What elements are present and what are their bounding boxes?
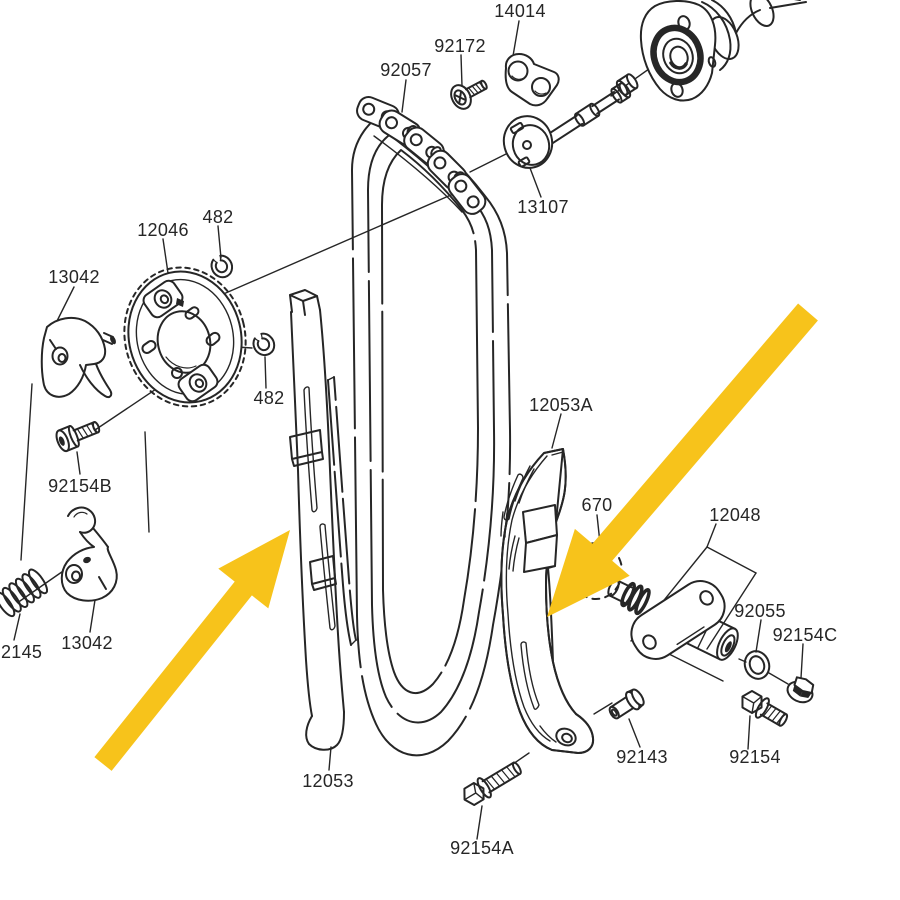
part-spring <box>0 568 49 618</box>
part-92055-oring <box>743 650 771 680</box>
part-92154A-bolt <box>463 761 522 806</box>
label-482-lower: 482 <box>254 388 285 408</box>
label-92055: 92055 <box>734 601 786 621</box>
label-12053: 12053 <box>302 771 354 791</box>
part-92154C-bolt <box>786 676 815 704</box>
label-92143: 92143 <box>616 747 668 767</box>
part-13107-plate <box>502 115 554 169</box>
part-482-clip-upper <box>210 254 234 279</box>
label-12046: 12046 <box>137 220 189 240</box>
highlight-arrow-lower-left <box>94 530 291 771</box>
part-14014-plate <box>504 53 560 107</box>
part-12053A-guide <box>500 448 595 754</box>
label-14014: 14014 <box>494 1 546 21</box>
part-camshaft <box>615 0 807 102</box>
part-12048-tensioner <box>607 579 739 661</box>
label-13042-lower: 13042 <box>61 633 113 653</box>
label-12053A: 12053A <box>529 395 593 415</box>
chain-links <box>356 96 487 215</box>
label-92057: 92057 <box>380 60 432 80</box>
label-92154B: 92154B <box>48 476 112 496</box>
label-670: 670 <box>582 495 613 515</box>
part-12046-sprocket <box>123 266 247 408</box>
part-482-clip-lower <box>252 332 276 357</box>
part-92154-bolt <box>741 690 789 727</box>
label-482-upper: 482 <box>203 207 234 227</box>
label-92154: 92154 <box>729 747 781 767</box>
part-12053-guide <box>289 289 357 751</box>
part-92143-pin <box>608 688 645 720</box>
label-92172: 92172 <box>434 36 486 56</box>
part-13042-arm-upper <box>40 316 116 399</box>
label-92154C: 92154C <box>773 625 838 645</box>
label-12048: 12048 <box>709 505 761 525</box>
part-92172-screw <box>450 79 488 110</box>
label-92154A: 92154A <box>450 838 514 858</box>
part-13042-arm-lower <box>60 506 118 602</box>
label-13042-upper: 13042 <box>48 267 100 287</box>
label-13107: 13107 <box>517 197 569 217</box>
part-cam-chain <box>351 96 512 757</box>
part-92154B-bolt <box>55 421 101 453</box>
part-labels: 92057 92172 14014 13107 12046 482 13042 … <box>1 1 837 858</box>
label-2145: 2145 <box>1 642 42 662</box>
highlight-arrows <box>94 303 818 771</box>
highlight-arrow-upper-right <box>547 303 818 617</box>
